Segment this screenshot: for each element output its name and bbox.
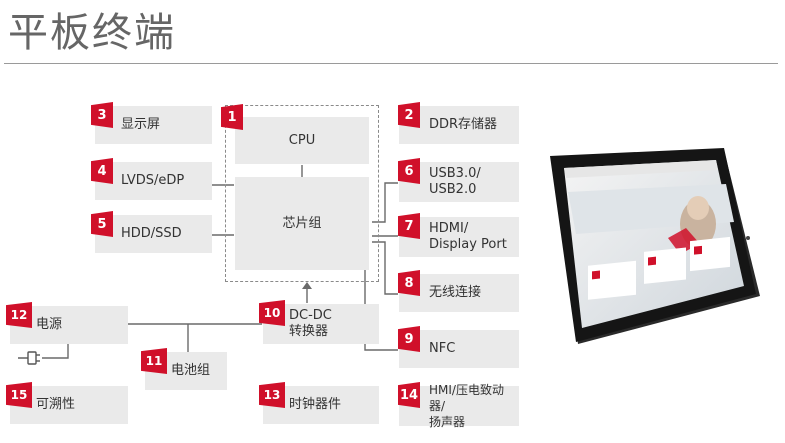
wireless-badge: 8 bbox=[398, 270, 420, 296]
power-label: 电源 bbox=[36, 317, 63, 332]
display-badge: 3 bbox=[91, 102, 113, 128]
chipset-block: 芯片组 bbox=[235, 177, 369, 270]
power-badge: 12 bbox=[6, 302, 32, 328]
trace-label: 可溯性 bbox=[36, 397, 76, 412]
hmi-label: HMI/压电致动器/ 扬声器 bbox=[429, 383, 504, 429]
wireless-label: 无线连接 bbox=[429, 285, 482, 300]
clock-badge: 13 bbox=[259, 382, 285, 408]
hmi-badge: 14 bbox=[398, 382, 420, 408]
nfc-badge: 9 bbox=[398, 326, 420, 352]
usb-label: USB3.0/ USB2.0 bbox=[429, 166, 481, 197]
lvds-badge: 4 bbox=[91, 158, 113, 184]
page-title: 平板终端 bbox=[8, 10, 176, 56]
cpu-block: CPU bbox=[235, 117, 369, 164]
dcdc-label: DC-DC 转换器 bbox=[289, 308, 332, 339]
display-label: 显示屏 bbox=[121, 117, 161, 132]
dcdc-badge: 10 bbox=[259, 300, 285, 326]
ddr-badge: 2 bbox=[398, 102, 420, 128]
battery-label: 电池组 bbox=[171, 363, 211, 378]
chipset-label: 芯片组 bbox=[282, 215, 322, 231]
display-block: 显示屏 bbox=[95, 106, 212, 144]
battery-badge: 11 bbox=[141, 348, 167, 374]
clock-label: 时钟器件 bbox=[289, 397, 342, 412]
nfc-label: NFC bbox=[429, 341, 456, 356]
lvds-block: LVDS/eDP bbox=[95, 162, 212, 200]
trace-badge: 15 bbox=[6, 382, 32, 408]
cpu-label: CPU bbox=[288, 132, 316, 148]
hdd-label: HDD/SSD bbox=[121, 226, 182, 241]
lvds-label: LVDS/eDP bbox=[121, 173, 185, 188]
hdmi-label: HDMI/ Display Port bbox=[429, 221, 507, 252]
title-divider bbox=[4, 63, 778, 64]
power-plug-icon bbox=[18, 351, 40, 365]
ddr-label: DDR存储器 bbox=[429, 117, 498, 132]
hdd-badge: 5 bbox=[91, 211, 113, 237]
tablet-illustration bbox=[550, 148, 760, 344]
cpu-badge: 1 bbox=[221, 104, 243, 130]
hdmi-badge: 7 bbox=[398, 213, 420, 239]
usb-badge: 6 bbox=[398, 158, 420, 184]
hdd-block: HDD/SSD bbox=[95, 215, 212, 253]
soc-boundary bbox=[225, 105, 379, 282]
